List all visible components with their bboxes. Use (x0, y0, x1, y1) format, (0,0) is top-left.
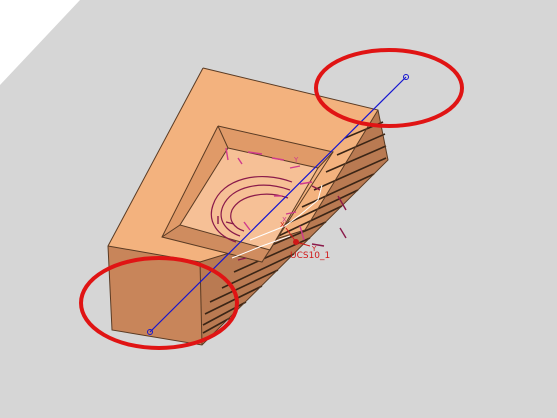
ucs-x-axis-line (285, 227, 297, 243)
arc-feature[interactable] (210, 176, 293, 243)
sketch-axis-y-label: Y (293, 156, 299, 164)
ucs-y-axis-line (295, 241, 311, 247)
datum-axis-end-bottom[interactable] (147, 329, 153, 335)
ucs-axis-y-label: Y (311, 245, 317, 253)
highlight-circle-bottom (79, 256, 239, 350)
pocket-wall-back (218, 126, 333, 168)
section-sketch-lines (231, 184, 323, 259)
pocket-wall-front (162, 225, 270, 262)
pocket-feature[interactable] (161, 125, 334, 263)
pocket-wall-left (162, 126, 228, 237)
ucs-name-label: UCS10_1 (290, 251, 330, 261)
ucs-axis-x-label: X (280, 221, 285, 229)
datum-axis-end-top[interactable] (403, 74, 409, 80)
part-section-face (200, 110, 388, 345)
ucs-coordinate-system[interactable]: X Y UCS10_1 (280, 221, 330, 261)
pocket-edges (161, 125, 334, 263)
datum-axis-line[interactable] (149, 76, 407, 333)
highlight-circle-top (314, 48, 464, 128)
sketch-axis-x-label: X (282, 216, 287, 224)
sketch-axis-tags: Y X (282, 156, 299, 224)
pocket-floor (180, 148, 318, 250)
datum-axis[interactable] (147, 74, 409, 335)
sketch-entities (217, 147, 347, 261)
